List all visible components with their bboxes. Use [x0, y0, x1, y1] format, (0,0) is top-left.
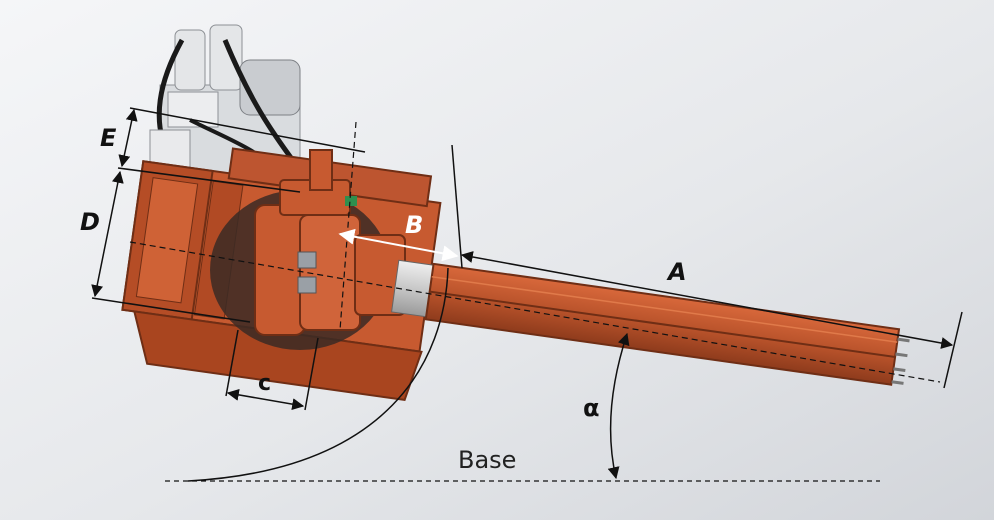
dimension-e-label: E: [100, 124, 117, 152]
dimension-c: [225, 329, 319, 411]
dimension-e: [117, 107, 366, 193]
dimension-b-line: [338, 228, 459, 262]
dimension-a: [451, 144, 963, 389]
dimension-c-label: c: [258, 371, 271, 396]
dimension-b-label: B: [405, 211, 423, 239]
dimension-d-label: D: [80, 208, 100, 236]
angle-label: α: [583, 394, 600, 422]
dimension-a-label: A: [666, 258, 687, 286]
pivot-vertical-line: [339, 121, 357, 331]
swing-arc: [187, 267, 449, 482]
angle-arc: [607, 332, 630, 480]
base-label: Base: [458, 446, 516, 474]
dimension-d: [91, 170, 251, 323]
